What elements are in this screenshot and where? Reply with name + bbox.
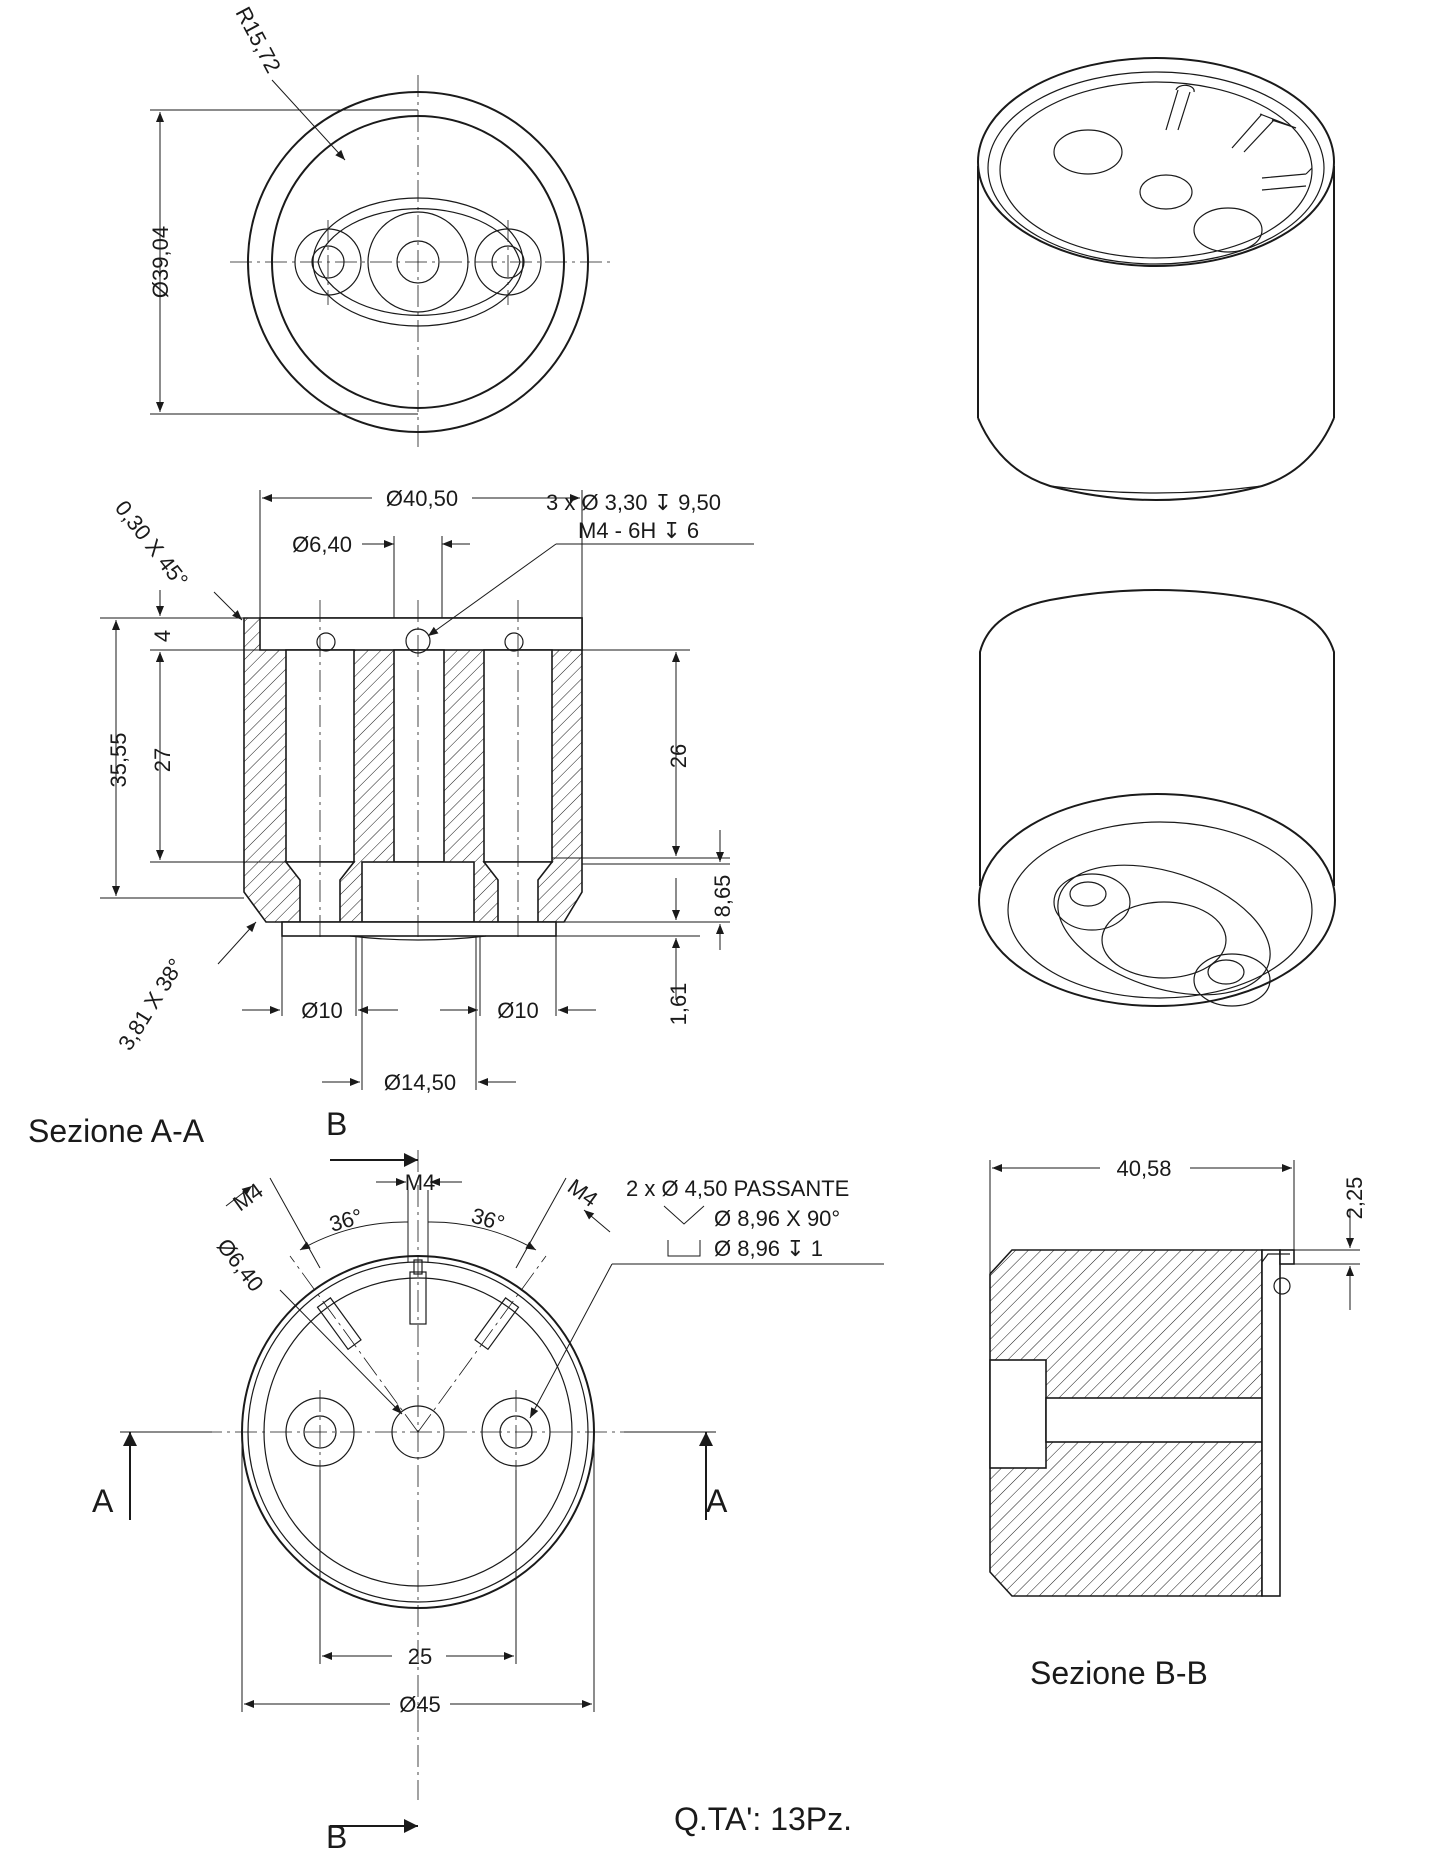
note-holes-line2: M4 - 6H ↧ 6 <box>578 518 699 543</box>
dim-top-diameter: Ø39,04 <box>148 226 173 298</box>
dim-angle-left: 36° <box>326 1204 365 1237</box>
dim-pin-thread-right: M4 <box>563 1174 602 1212</box>
dim-chamfer-top: 0,30 X 45° <box>110 496 193 593</box>
dim-center-hole-diameter: Ø6,40 <box>292 532 352 557</box>
dim-bore-depth-right: 26 <box>666 744 691 768</box>
dim-counterbore-left: Ø10 <box>301 998 343 1023</box>
dim-pitch-holes: 25 <box>408 1644 432 1669</box>
dim-counterbore-right: Ø10 <box>497 998 539 1023</box>
section-aa-view: Ø40,50 Ø6,40 3 x Ø 3,30 ↧ 9,50 M4 - 6H ↧… <box>28 486 754 1149</box>
dim-bore-depth: 27 <box>150 748 175 772</box>
section-b-marker-bottom: B <box>326 1819 347 1849</box>
section-a-marker-left: A <box>92 1483 114 1519</box>
section-aa-title: Sezione A-A <box>28 1113 205 1149</box>
dim-pin-thread-left: M4 <box>228 1178 267 1216</box>
plan-view: B B A A M4 36° 36° M4 M4 Ø6,40 2 x Ø 4,5… <box>92 1106 884 1849</box>
note-passante-line3: Ø 8,96 ↧ 1 <box>714 1236 823 1261</box>
section-bb-view: 40,58 2,25 Sezione B-B <box>989 1156 1367 1691</box>
note-holes-line1: 3 x Ø 3,30 ↧ 9,50 <box>546 490 721 515</box>
isometric-top-view <box>977 57 1335 501</box>
section-b-marker-top: B <box>326 1106 347 1142</box>
dim-outer-top-diameter: Ø40,50 <box>386 486 458 511</box>
dim-plan-hole-diameter: Ø6,40 <box>212 1234 269 1297</box>
dim-pin-thread: M4 <box>405 1170 436 1195</box>
note-passante-line2: Ø 8,96 X 90° <box>714 1206 840 1231</box>
dim-chamfer-bottom: 3,81 X 38° <box>113 954 189 1055</box>
isometric-bottom-view <box>978 589 1336 1007</box>
dim-depth-top: 4 <box>150 630 175 642</box>
dim-bottom-step: 8,65 <box>710 875 735 918</box>
section-a-marker-right: A <box>706 1483 728 1519</box>
quantity-note: Q.TA': 13Pz. <box>674 1801 852 1837</box>
dim-step-bb: 2,25 <box>1342 1177 1367 1220</box>
dim-angle-right: 36° <box>469 1203 508 1236</box>
section-bb-title: Sezione B-B <box>1030 1655 1208 1691</box>
dim-width-bb: 40,58 <box>1116 1156 1171 1181</box>
dim-outer-diameter: Ø45 <box>399 1692 441 1717</box>
top-view: Ø39,04 R15,72 <box>148 3 610 450</box>
dim-bottom-recess: 1,61 <box>666 983 691 1026</box>
note-passante-line1: 2 x Ø 4,50 PASSANTE <box>626 1176 849 1201</box>
dim-height-total: 35,55 <box>106 732 131 787</box>
dim-top-radius: R15,72 <box>231 3 286 77</box>
dim-center-counterbore: Ø14,50 <box>384 1070 456 1095</box>
